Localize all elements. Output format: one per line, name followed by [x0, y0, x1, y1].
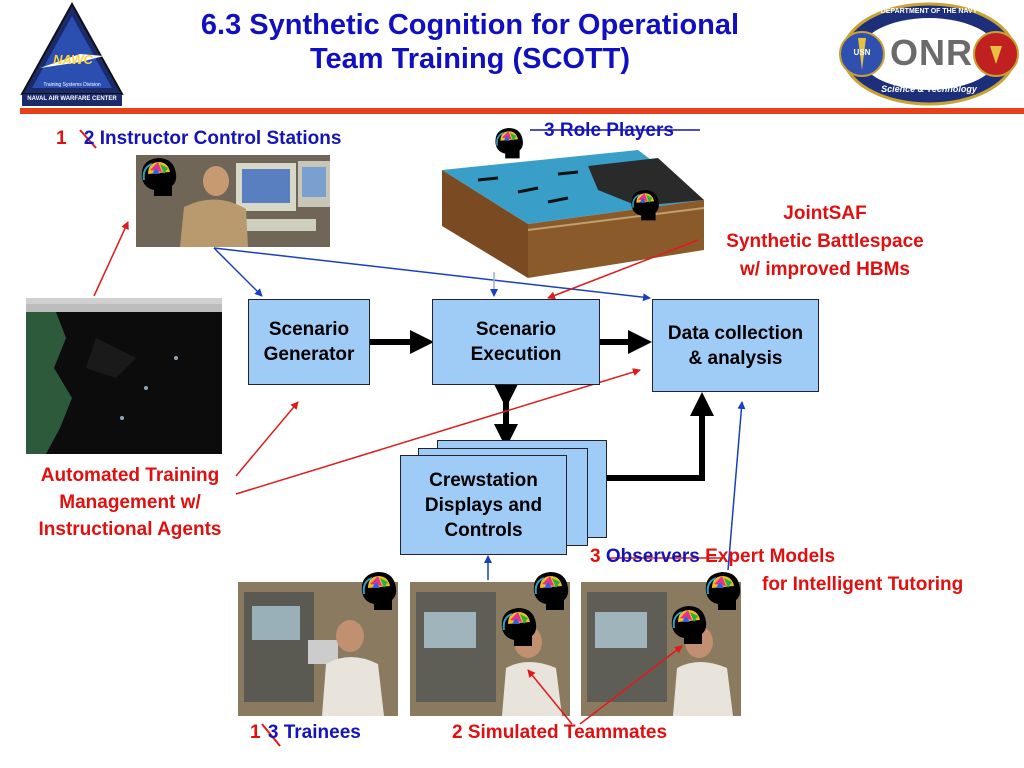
trainees-new-num: 3 — [267, 722, 279, 743]
crewstation-line-3: Controls — [444, 519, 523, 541]
page-title: 6.3 Synthetic Cognition for Operational … — [150, 8, 790, 76]
crewstation-line-2: Displays and — [424, 494, 543, 516]
jointsaf-label: JointSAF Synthetic Battlespace w/ improv… — [700, 200, 950, 284]
nawc-logo-text: NAWC — [53, 52, 93, 67]
title-line-1: 6.3 Synthetic Cognition for Operational — [200, 9, 740, 41]
strike-trainees-num — [261, 723, 281, 747]
scenario-generator-line-1: Scenario — [268, 319, 350, 340]
red-simulated-to-photo2 — [527, 669, 573, 725]
expert-line-1: Expert Models — [705, 546, 836, 567]
automated-training-label: Automated Training Management w/ Instruc… — [14, 462, 246, 543]
trainees-label: 1 3 Trainees — [250, 722, 361, 744]
simulated-teammates-label: 2 Simulated Teammates — [452, 722, 668, 743]
scenario-generator-line-2: Generator — [263, 344, 355, 365]
crewstation-line-1: Crewstation — [429, 469, 538, 491]
trainees-old-num: 1 — [250, 722, 261, 743]
data-collection-line-1: Data collection — [667, 322, 804, 344]
arrow-crewstation-to-datacollection — [582, 392, 714, 481]
jointsaf-line-1: JointSAF — [783, 203, 867, 224]
trainees-text: Trainees — [283, 722, 361, 743]
instructor-label: 1 2 Instructor Control Stations — [56, 128, 341, 150]
role-players-label: 3 Role Players — [544, 120, 674, 141]
blue-instructor-to-datacollection — [213, 247, 651, 302]
onr-logo: DEPARTMENT OF THE NAVY ONR USN Science &… — [839, 2, 1019, 106]
data-collection-box: Data collection & analysis — [652, 299, 819, 392]
jointsaf-line-3: w/ improved HBMs — [740, 259, 910, 280]
expert-line-2: for Intelligent Tutoring — [762, 574, 964, 595]
scenario-generator-box: Scenario Generator — [248, 299, 370, 385]
onr-bottom-text: Science & Technology — [881, 84, 977, 94]
onr-usn: USN — [853, 48, 871, 57]
scenario-execution-line-1: Scenario — [475, 319, 557, 340]
trainee-photo-2 — [410, 582, 570, 716]
scenario-execution-line-2: Execution — [470, 344, 562, 365]
auto-line-1: Automated Training — [40, 465, 220, 486]
instructor-text: Instructor Control Stations — [99, 128, 342, 149]
jointsaf-line-2: Synthetic Battlespace — [726, 231, 924, 252]
observers-text: Observers — [605, 546, 700, 567]
strike-instructor-num — [79, 129, 97, 149]
observers-num: 3 — [590, 546, 601, 567]
title-rule — [20, 108, 1024, 114]
map-display-photo — [26, 298, 222, 454]
onr-letters: ONR — [890, 32, 973, 73]
red-auto-to-datacollection — [235, 368, 641, 495]
red-jointsaf-to-execution — [547, 239, 699, 300]
instructor-photo — [136, 155, 330, 247]
nawc-logo-sub1: Training Systems Division — [43, 82, 101, 88]
red-auto-to-generator — [235, 401, 299, 477]
onr-top-text: DEPARTMENT OF THE NAVY — [880, 8, 978, 15]
auto-line-3: Instructional Agents — [38, 519, 222, 540]
title-line-2: Team Training (SCOTT) — [309, 43, 631, 75]
nawc-logo: NAWC Training Systems Division NAVAL AIR… — [20, 1, 124, 106]
instructor-new-num: 2 — [83, 128, 95, 149]
observers-label: 3 Observers Expert Models — [590, 546, 835, 568]
instructor-old-num: 1 — [56, 128, 67, 149]
scenario-execution-box: Scenario Execution — [432, 299, 600, 385]
data-collection-line-2: & analysis — [688, 347, 783, 369]
blue-observer-to-datacollection — [727, 401, 746, 571]
red-simulated-to-photo3 — [579, 645, 683, 725]
red-map-to-instructor — [93, 221, 129, 297]
crewstation-box: Crewstation Displays and Controls — [400, 455, 567, 555]
nawc-logo-sub2: NAVAL AIR WARFARE CENTER — [27, 96, 117, 102]
blue-instructor-to-generator — [213, 247, 263, 297]
auto-line-2: Management w/ — [59, 492, 201, 513]
